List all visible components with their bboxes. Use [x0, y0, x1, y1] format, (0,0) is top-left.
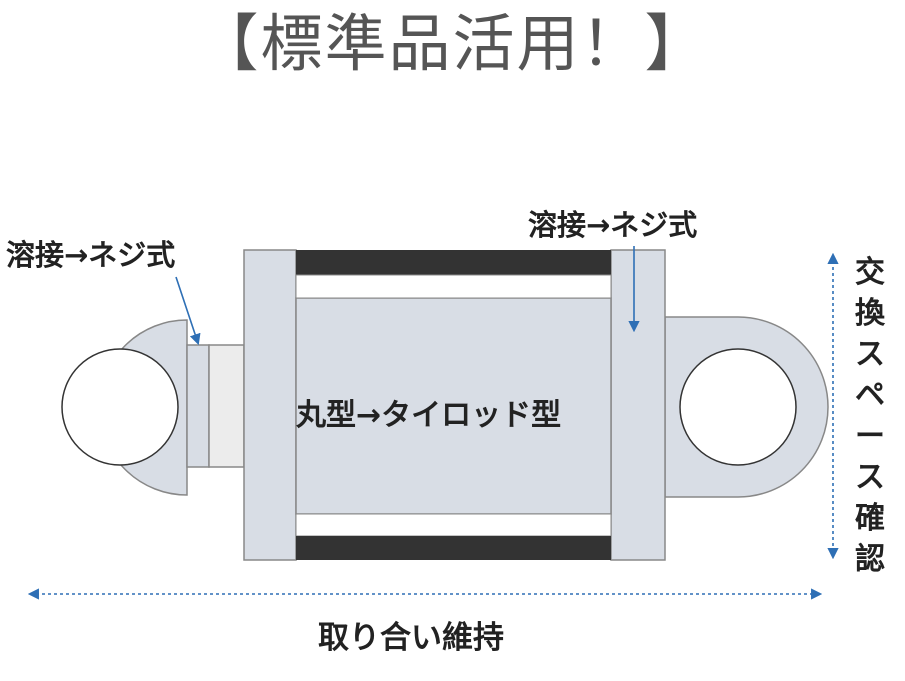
weld-to-thread-label-left: 溶接→ネジ式 — [6, 238, 176, 272]
round-to-tierod-label: 丸型→タイロッド型 — [296, 398, 562, 433]
vertical-char: ス — [855, 460, 885, 495]
vertical-char: 認 — [855, 542, 885, 577]
page-title: 【標準品活用！】 — [196, 7, 709, 80]
mounting-maintained-label: 取り合い維持 — [318, 620, 504, 656]
vertical-char: 換 — [855, 296, 885, 331]
cylinder-barrel — [295, 297, 612, 515]
left-weld-arrow — [175, 276, 201, 346]
right-eye — [664, 316, 829, 498]
replacement-space-label: 交 換 ス ペ ー ス 確 認 — [848, 252, 892, 580]
bottom-tie-rod-gap — [295, 513, 612, 537]
right-eye-hole — [679, 348, 797, 466]
bottom-tie-rod-band — [296, 536, 611, 560]
left-eye-hole — [61, 348, 179, 466]
left-eye — [61, 319, 188, 496]
left-neck — [186, 344, 210, 468]
vertical-char: ー — [855, 419, 885, 454]
vertical-char: ペ — [855, 378, 885, 413]
vertical-char: ス — [855, 337, 885, 372]
vertical-char: 交 — [855, 255, 885, 290]
left-end-cap — [243, 249, 297, 561]
right-end-cap — [610, 249, 666, 561]
top-tie-rod-band — [296, 250, 611, 275]
left-rod — [208, 344, 245, 468]
vertical-char: 確 — [855, 501, 885, 536]
top-tie-rod-gap — [295, 274, 612, 299]
weld-to-thread-label-right: 溶接→ネジ式 — [528, 208, 698, 242]
